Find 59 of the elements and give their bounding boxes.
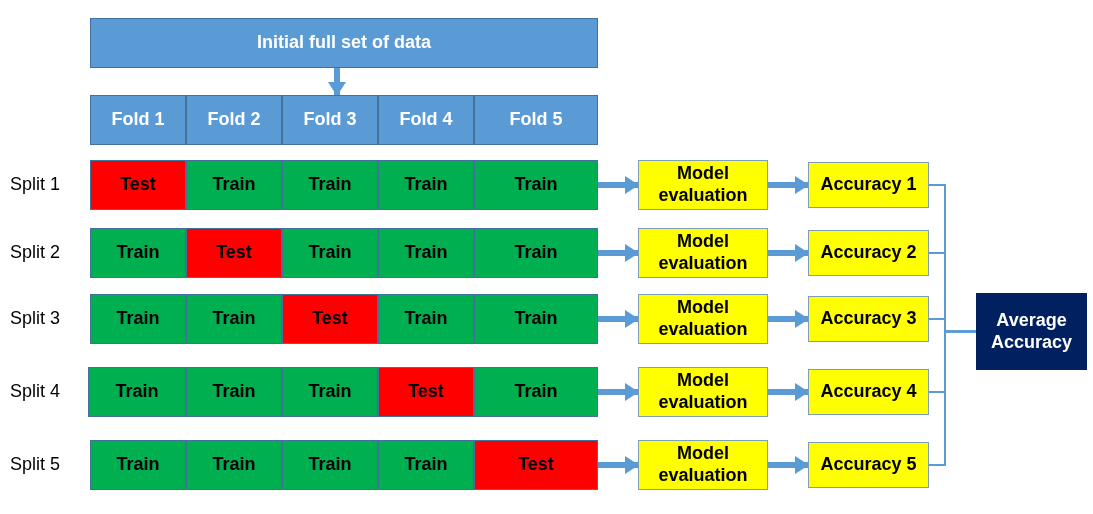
train-fold: Train xyxy=(186,440,282,490)
test-fold: Test xyxy=(90,160,186,210)
train-fold: Train xyxy=(378,440,474,490)
row-label: Split 3 xyxy=(10,308,61,329)
train-fold: Train xyxy=(186,294,282,344)
arrow xyxy=(768,310,809,328)
average-accuracy-box: Average Accuracy xyxy=(976,293,1087,370)
arrow xyxy=(768,456,809,474)
train-fold: Train xyxy=(90,228,186,278)
accuracy-box: Accuracy 3 xyxy=(808,296,929,342)
arrow xyxy=(598,456,639,474)
model-evaluation-box: Model evaluation xyxy=(638,440,768,490)
train-fold: Train xyxy=(378,228,474,278)
train-fold: Train xyxy=(282,228,378,278)
row-label: Split 4 xyxy=(10,381,61,402)
train-fold: Train xyxy=(186,160,282,210)
train-fold: Train xyxy=(474,160,598,210)
model-evaluation-box: Model evaluation xyxy=(638,228,768,278)
train-fold: Train xyxy=(282,160,378,210)
row-label: Split 1 xyxy=(10,174,61,195)
test-fold: Test xyxy=(378,367,474,417)
fold-header: Fold 4 xyxy=(378,95,474,145)
fold-header: Fold 3 xyxy=(282,95,378,145)
model-evaluation-box: Model evaluation xyxy=(638,160,768,210)
arrow xyxy=(328,68,346,96)
test-fold: Test xyxy=(186,228,282,278)
train-fold: Train xyxy=(474,228,598,278)
arrow xyxy=(768,176,809,194)
bracket-line xyxy=(928,330,977,466)
accuracy-box: Accuracy 2 xyxy=(808,230,929,276)
model-evaluation-box: Model evaluation xyxy=(638,367,768,417)
test-fold: Test xyxy=(474,440,598,490)
train-fold: Train xyxy=(88,367,186,417)
train-fold: Train xyxy=(474,294,598,344)
train-fold: Train xyxy=(90,440,186,490)
row-label: Split 2 xyxy=(10,242,61,263)
arrow xyxy=(768,383,809,401)
row-label: Split 5 xyxy=(10,454,61,475)
arrow xyxy=(598,383,639,401)
train-fold: Train xyxy=(378,160,474,210)
arrow xyxy=(598,310,639,328)
train-fold: Train xyxy=(474,367,598,417)
accuracy-box: Accuracy 4 xyxy=(808,369,929,415)
test-fold: Test xyxy=(282,294,378,344)
train-fold: Train xyxy=(282,440,378,490)
fold-header: Fold 2 xyxy=(186,95,282,145)
train-fold: Train xyxy=(186,367,282,417)
data-set-bar: Initial full set of data xyxy=(90,18,598,68)
train-fold: Train xyxy=(378,294,474,344)
train-fold: Train xyxy=(282,367,378,417)
arrow xyxy=(768,244,809,262)
arrow xyxy=(598,176,639,194)
model-evaluation-box: Model evaluation xyxy=(638,294,768,344)
fold-header: Fold 5 xyxy=(474,95,598,145)
arrow xyxy=(598,244,639,262)
accuracy-box: Accuracy 1 xyxy=(808,162,929,208)
train-fold: Train xyxy=(90,294,186,344)
accuracy-box: Accuracy 5 xyxy=(808,442,929,488)
fold-header: Fold 1 xyxy=(90,95,186,145)
